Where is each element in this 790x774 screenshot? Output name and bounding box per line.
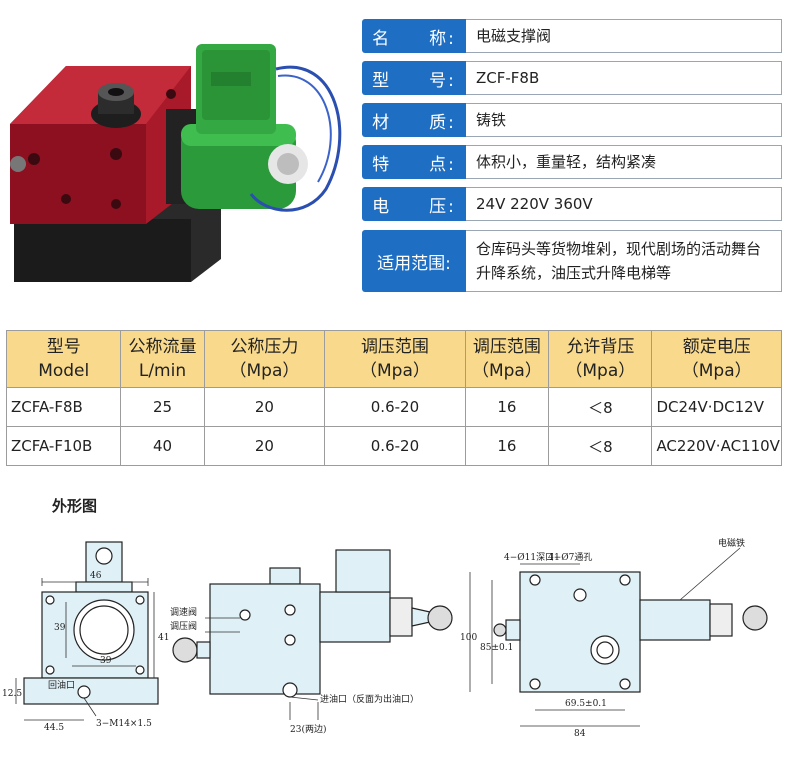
table-cell: ZCFA-F8B xyxy=(5,387,122,427)
table-cell: DC24V·DC12V xyxy=(651,387,782,427)
outline-drawing: 46 39 39 41 12.5 44.5 回油口 3−M14×1.5 调速阀 … xyxy=(2,537,768,739)
spec-value: 24V 220V 360V xyxy=(466,187,782,221)
table-cell: 16 xyxy=(464,387,550,427)
table-cell: ZCFA-F10B xyxy=(5,426,122,466)
dim-84: 84 xyxy=(574,729,586,739)
table-cell: 20 xyxy=(203,387,326,427)
table-cell: 25 xyxy=(120,387,205,427)
dim-23: 23(两边) xyxy=(290,724,326,735)
side-view xyxy=(172,549,453,698)
spec-value: 电磁支撑阀 xyxy=(466,19,782,53)
label-solenoid: 电磁铁 xyxy=(718,537,745,549)
outline-title: 外形图 xyxy=(52,497,98,515)
label-thread: 3−M14×1.5 xyxy=(96,719,152,729)
table-header: 公称压力（Mpa） xyxy=(203,330,326,388)
spec-label: 适用范围: xyxy=(362,230,466,292)
spec-row-voltage: 电 压: 24V 220V 360V xyxy=(362,187,782,221)
dim-41: 41 xyxy=(158,633,169,643)
dim-44-5: 44.5 xyxy=(44,723,64,733)
spec-row-name: 名 称: 电磁支撑阀 xyxy=(362,19,782,53)
dim-46: 46 xyxy=(90,571,102,581)
label-return-port: 回油口 xyxy=(48,679,75,691)
label-hole-1: 4−Ø11深口1 xyxy=(504,552,560,563)
dim-100: 100 xyxy=(460,633,477,643)
spec-value: 体积小，重量轻，结构紧凑 xyxy=(466,145,782,179)
table-row: ZCFA-F8B 25 20 0.6-20 16 ＜8 DC24V·DC12V xyxy=(5,387,782,427)
spec-row-model: 型 号: ZCF-F8B xyxy=(362,61,782,95)
spec-row-application: 适用范围: 仓库码头等货物堆剁，现代剧场的活动舞台升降系统，油压式升降电梯等 xyxy=(362,230,782,292)
label-hole-2: 4−Ø7通孔 xyxy=(548,552,592,563)
table-cell: 0.6-20 xyxy=(324,426,466,466)
table-header: 允许背压（Mpa） xyxy=(548,330,653,388)
table-cell: AC220V·AC110V xyxy=(651,426,782,466)
dim-85: 85±0.1 xyxy=(480,643,513,653)
table-row: ZCFA-F10B 40 20 0.6-20 16 ＜8 AC220V·AC11… xyxy=(5,426,782,466)
label-inlet-port: 进油口（反面为出油口） xyxy=(320,693,419,705)
spec-row-material: 材 质: 铸铁 xyxy=(362,103,782,137)
table-cell: 40 xyxy=(120,426,205,466)
product-photo xyxy=(10,44,342,282)
dim-39-h: 39 xyxy=(100,656,112,666)
spec-row-features: 特 点: 体积小，重量轻，结构紧凑 xyxy=(362,145,782,179)
table-header: 调压范围（Mpa） xyxy=(464,330,550,388)
table-cell: ＜8 xyxy=(548,426,653,466)
label-speed-valve: 调速阀 xyxy=(170,607,197,618)
spec-label: 电 压: xyxy=(362,187,466,221)
label-pressure-valve: 调压阀 xyxy=(170,621,197,632)
table-header: 调压范围（Mpa） xyxy=(324,330,466,388)
table-cell: 0.6-20 xyxy=(324,387,466,427)
spec-value: 仓库码头等货物堆剁，现代剧场的活动舞台升降系统，油压式升降电梯等 xyxy=(466,230,782,292)
top-view xyxy=(493,571,768,693)
dim-12-5: 12.5 xyxy=(2,689,22,699)
table-cell: ＜8 xyxy=(548,387,653,427)
table-header: 额定电压（Mpa） xyxy=(651,330,782,388)
spec-label: 型 号: xyxy=(362,61,466,95)
dim-69-5: 69.5±0.1 xyxy=(565,699,607,709)
table-cell: 16 xyxy=(464,426,550,466)
dim-39-v: 39 xyxy=(54,623,66,633)
spec-value: ZCF-F8B xyxy=(466,61,782,95)
spec-label: 名 称: xyxy=(362,19,466,53)
spec-label: 材 质: xyxy=(362,103,466,137)
spec-value: 铸铁 xyxy=(466,103,782,137)
front-view xyxy=(23,541,159,705)
spec-label: 特 点: xyxy=(362,145,466,179)
table-cell: 20 xyxy=(203,426,326,466)
